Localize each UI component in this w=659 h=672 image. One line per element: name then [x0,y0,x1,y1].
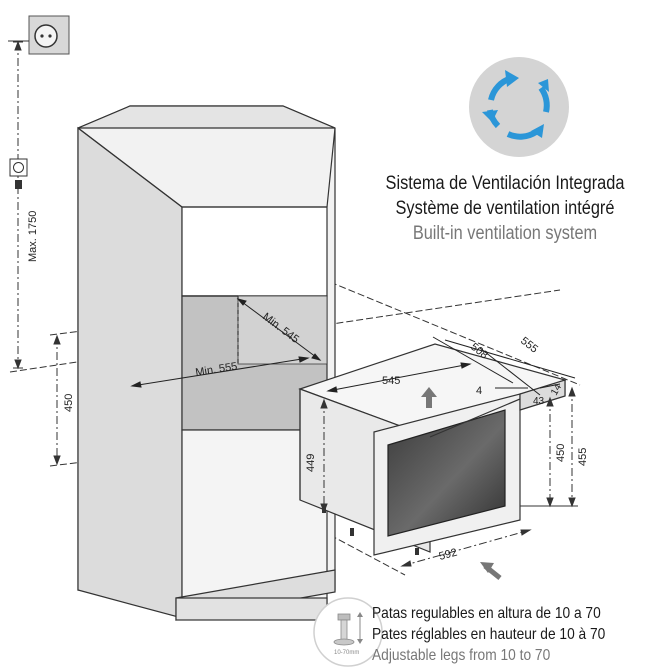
ventilation-caption-es: Sistema de Ventilación Integrada [385,173,625,194]
niche-height-dimension [53,334,61,466]
side-height-label: 449 [305,454,317,472]
legs-caption-es: Patas regulables en altura de 10 a 70 [372,605,601,622]
front-width-label: 592 [438,547,459,563]
legs-caption-fr: Pates réglables en hauteur de 10 à 70 [372,626,606,643]
adjustable-leg-icon: 10-70mm [313,597,383,667]
body-depth-label: 545 [382,375,400,387]
gap-43-label: 43 [533,396,545,407]
gap-14-label: 14 [549,382,564,398]
max-height-dimension [13,40,23,370]
ventilation-caption-en: Built-in ventilation system [412,223,598,244]
legs-caption-en: Adjustable legs from 10 to 70 [372,647,551,664]
front-height-dimensions [520,386,578,508]
niche-depth-dimension [236,298,322,361]
side-height-dimension [320,398,328,514]
front-height-455-label: 455 [577,448,589,466]
niche-width-dimension [130,356,310,388]
niche-height-label: 450 [63,394,75,412]
airflow-inlet-arrow-icon [480,562,502,580]
ventilation-caption-fr: Système de ventilation intégré [395,198,615,219]
gap-4-label: 4 [476,385,482,397]
plug-icon [9,158,28,189]
front-height-450-label: 450 [555,444,567,462]
airflow-up-arrow-icon [421,387,437,408]
max-height-label: Max. 1750 [27,211,39,262]
appliance-top-dimensions [326,336,576,396]
appliance [298,343,567,556]
niche [181,295,328,431]
ventilation-cycle-icon [469,57,569,157]
wall-socket-icon [28,15,70,55]
front-width-dimension [400,529,532,567]
total-depth-555-label: 555 [518,335,540,356]
legs-range-label: 10-70mm [334,650,359,656]
